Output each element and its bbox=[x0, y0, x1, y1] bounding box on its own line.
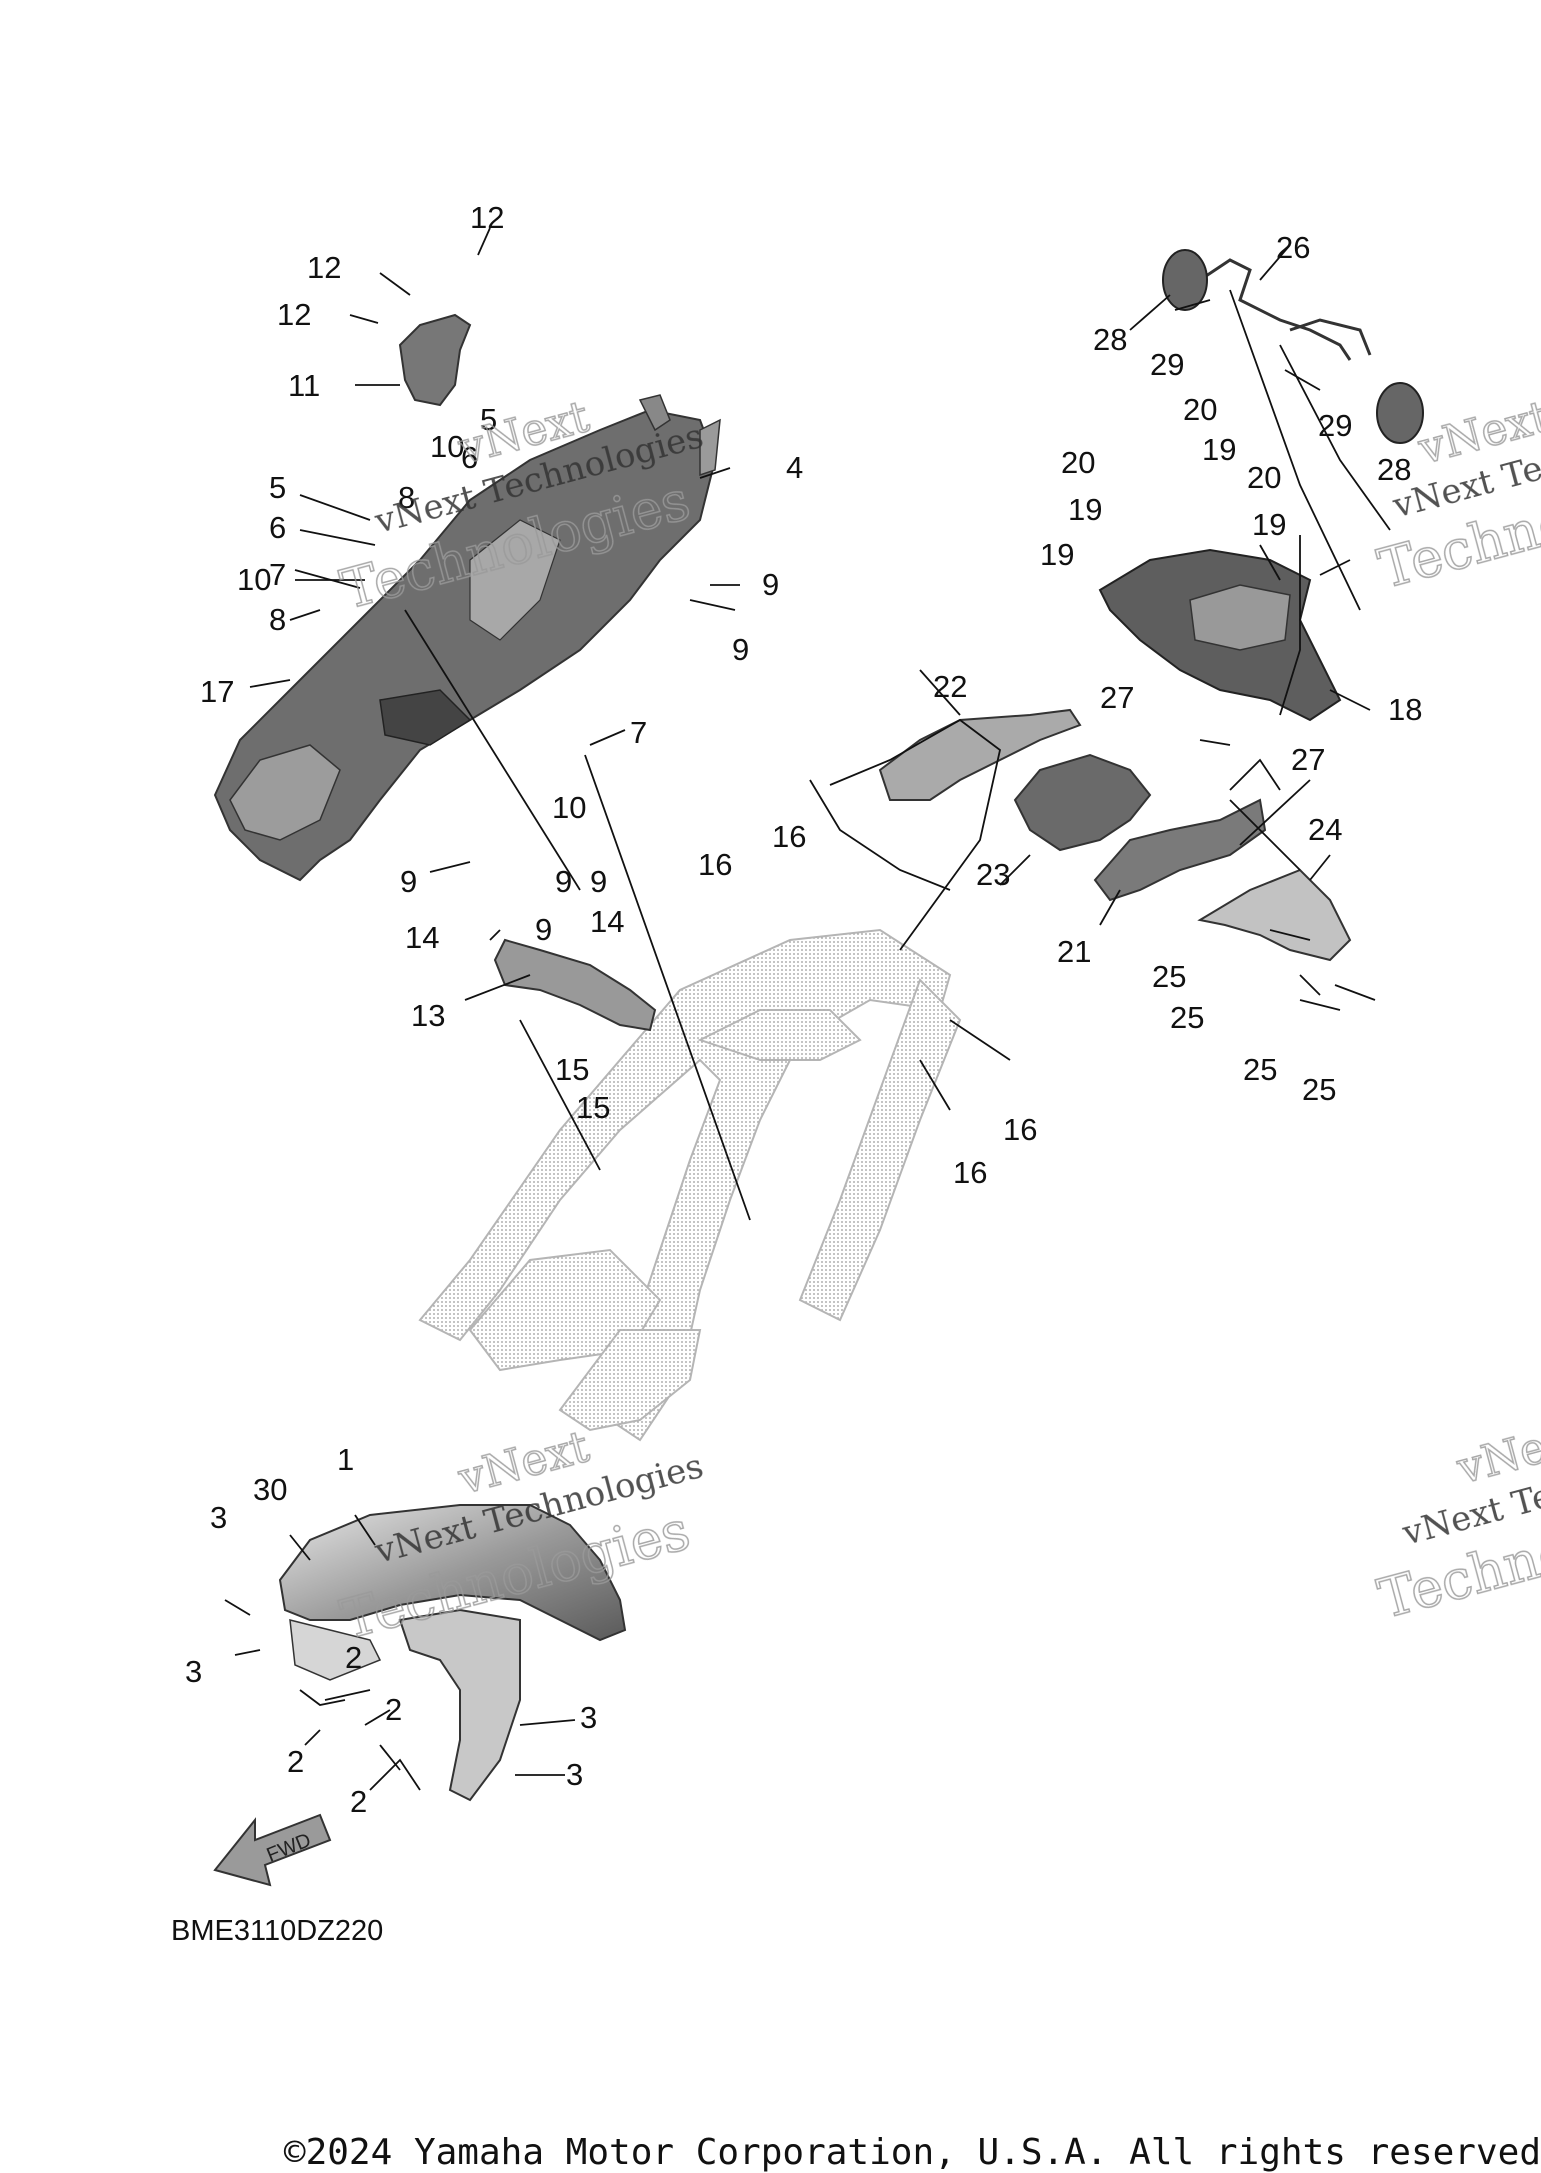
callout-10: 10 bbox=[237, 562, 271, 597]
callout-9: 9 bbox=[590, 864, 607, 899]
callout-2: 2 bbox=[287, 1744, 304, 1779]
callout-24: 24 bbox=[1308, 812, 1342, 847]
rear-fender-inner bbox=[213, 394, 721, 882]
front-fender bbox=[278, 1504, 627, 1802]
turn-signal-right bbox=[1376, 382, 1424, 444]
callout-28: 28 bbox=[1093, 322, 1127, 357]
callout-9: 9 bbox=[732, 632, 749, 667]
callout-12: 12 bbox=[470, 200, 504, 235]
callout-8: 8 bbox=[398, 480, 415, 515]
leader-lines bbox=[224, 227, 1391, 1791]
callout-10: 10 bbox=[430, 429, 464, 464]
callout-25: 25 bbox=[1243, 1052, 1277, 1087]
callout-19: 19 bbox=[1068, 492, 1102, 527]
callout-1: 1 bbox=[337, 1442, 354, 1477]
callout-5: 5 bbox=[269, 470, 286, 505]
callout-9: 9 bbox=[555, 864, 572, 899]
callout-19: 19 bbox=[1202, 432, 1236, 467]
callout-2: 2 bbox=[345, 1640, 362, 1675]
callout-15: 15 bbox=[576, 1090, 610, 1125]
rear-frame bbox=[418, 928, 962, 1442]
callout-17: 17 bbox=[200, 674, 234, 709]
callout-16: 16 bbox=[1003, 1112, 1037, 1147]
copyright-notice: ©2024 Yamaha Motor Corporation, U.S.A. A… bbox=[283, 2132, 1541, 2173]
callout-4: 4 bbox=[786, 450, 803, 485]
callout-28: 28 bbox=[1377, 452, 1411, 487]
callout-2: 2 bbox=[350, 1784, 367, 1819]
callout-20: 20 bbox=[1183, 392, 1217, 427]
cover-23 bbox=[1013, 753, 1152, 852]
callout-29: 29 bbox=[1318, 408, 1352, 443]
bracket-11 bbox=[398, 313, 472, 407]
callout-25: 25 bbox=[1152, 959, 1186, 994]
callout-3: 3 bbox=[580, 1700, 597, 1735]
callout-27: 27 bbox=[1291, 742, 1325, 777]
callout-12: 12 bbox=[277, 297, 311, 332]
callout-5: 5 bbox=[480, 402, 497, 437]
callout-6: 6 bbox=[269, 510, 286, 545]
callout-19: 19 bbox=[1040, 537, 1074, 572]
license-holder-18 bbox=[1098, 548, 1342, 722]
callout-9: 9 bbox=[762, 567, 779, 602]
callout-16: 16 bbox=[953, 1155, 987, 1190]
callout-14: 14 bbox=[405, 920, 439, 955]
turn-signal-bracket-26 bbox=[1199, 258, 1372, 361]
callout-labels: 12 12 12 11 10 5 6 5 8 6 7 10 8 17 4 9 9… bbox=[185, 200, 1422, 1819]
callout-27: 27 bbox=[1100, 680, 1134, 715]
callout-10: 10 bbox=[552, 790, 586, 825]
callout-2: 2 bbox=[385, 1692, 402, 1727]
forward-arrow-icon: FWD bbox=[213, 1813, 332, 1887]
callout-20: 20 bbox=[1061, 445, 1095, 480]
turn-signal-left bbox=[1162, 249, 1208, 311]
callout-16: 16 bbox=[772, 819, 806, 854]
callout-23: 23 bbox=[976, 857, 1010, 892]
callout-12: 12 bbox=[307, 250, 341, 285]
callout-14: 14 bbox=[590, 904, 624, 939]
callout-22: 22 bbox=[933, 669, 967, 704]
callout-29: 29 bbox=[1150, 347, 1184, 382]
callout-8: 8 bbox=[269, 602, 286, 637]
callout-26: 26 bbox=[1276, 230, 1310, 265]
callout-21: 21 bbox=[1057, 934, 1091, 969]
callout-7: 7 bbox=[630, 715, 647, 750]
callout-6: 6 bbox=[461, 440, 478, 475]
callout-9: 9 bbox=[535, 912, 552, 947]
callout-9: 9 bbox=[400, 864, 417, 899]
bracket-21 bbox=[1093, 798, 1267, 902]
callout-20: 20 bbox=[1247, 460, 1281, 495]
callout-25: 25 bbox=[1302, 1072, 1336, 1107]
callout-25: 25 bbox=[1170, 1000, 1204, 1035]
plate-24 bbox=[1197, 868, 1352, 962]
bracket-13 bbox=[493, 938, 657, 1032]
callout-19: 19 bbox=[1252, 507, 1286, 542]
diagram-reference-code: BME3110DZ220 bbox=[171, 1915, 384, 1947]
callout-3: 3 bbox=[185, 1654, 202, 1689]
callout-3: 3 bbox=[566, 1757, 583, 1792]
callout-18: 18 bbox=[1388, 692, 1422, 727]
callout-3: 3 bbox=[210, 1500, 227, 1535]
callout-16: 16 bbox=[698, 847, 732, 882]
callout-11: 11 bbox=[288, 368, 320, 403]
callout-7: 7 bbox=[269, 557, 286, 592]
callout-30: 30 bbox=[253, 1472, 287, 1507]
callout-15: 15 bbox=[555, 1052, 589, 1087]
callout-13: 13 bbox=[411, 998, 445, 1033]
